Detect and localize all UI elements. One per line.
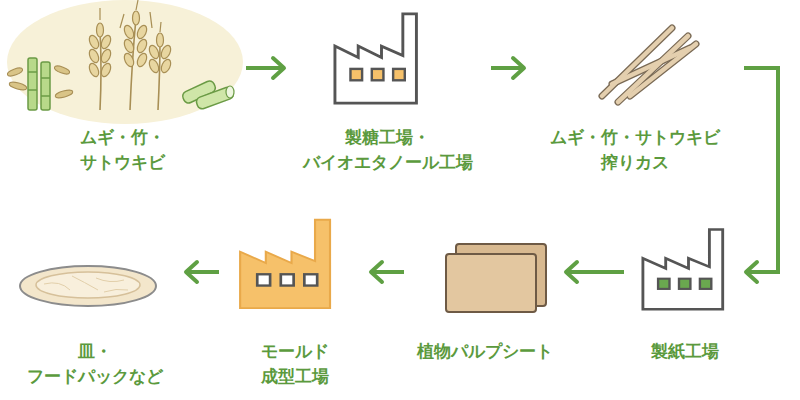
crops-illustration <box>6 0 243 124</box>
flow-step: モールド 成型工場 <box>225 215 365 392</box>
flow-arrow <box>491 66 524 70</box>
flow-step: 製紙工場 <box>630 220 740 390</box>
arrow-head <box>186 262 197 282</box>
factory-icon <box>643 229 723 309</box>
plate-icon <box>20 266 156 306</box>
flow-step: ムギ・竹・ サトウキビ <box>5 5 240 190</box>
pulp-sheet-icon <box>446 244 546 312</box>
arrow-head <box>273 58 284 78</box>
flow-step: 皿・ フードパックなど <box>10 220 180 395</box>
step-label: ムギ・竹・ サトウキビ <box>79 125 167 174</box>
step-label: 皿・ フードパックなど <box>26 339 165 388</box>
flow-arrow <box>566 270 624 274</box>
arrow-head <box>746 262 757 282</box>
arrow-head <box>513 58 524 78</box>
factory-icon <box>335 14 416 103</box>
arrow-head <box>371 262 382 282</box>
flow-arrow <box>246 66 284 70</box>
step-label: ムギ・竹・サトウキビ 搾りカス <box>549 125 722 174</box>
arrow-head <box>566 262 577 282</box>
flow-step: 植物パルプシート <box>410 220 560 390</box>
flow-arrow <box>371 270 404 274</box>
step-label: 製糖工場・ バイオエタノール工場 <box>301 125 474 174</box>
flow-arrow <box>186 270 219 274</box>
step-label: 製紙工場 <box>650 339 721 364</box>
step-label: 植物パルプシート <box>416 339 555 364</box>
flow-arrow <box>744 68 778 272</box>
step-label: モールド 成型工場 <box>260 339 331 388</box>
flow-step: ムギ・竹・サトウキビ 搾りカス <box>530 5 740 190</box>
flow-step: 製糖工場・ バイオエタノール工場 <box>290 5 485 190</box>
residue-sticks-icon <box>602 28 696 102</box>
factory-icon <box>240 220 330 308</box>
